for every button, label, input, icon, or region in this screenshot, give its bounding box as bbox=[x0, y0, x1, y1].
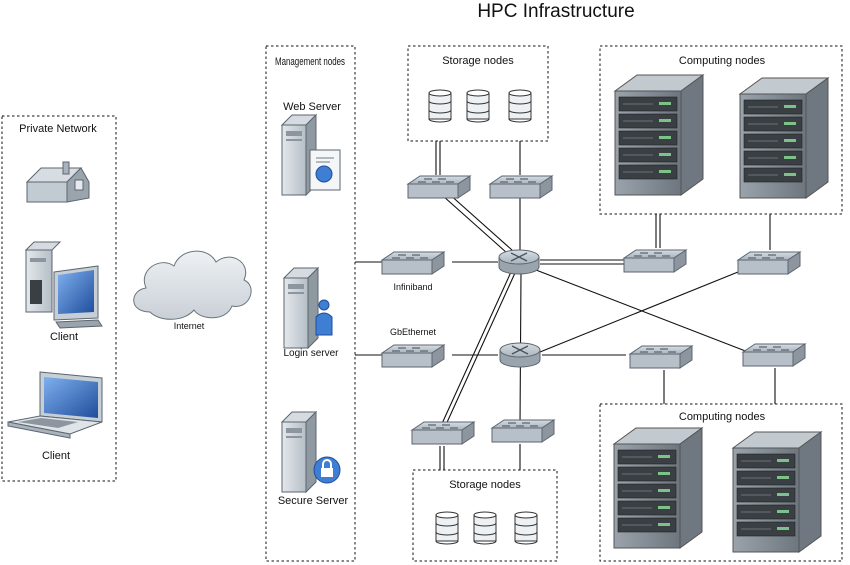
diagram-title: HPC Infrastructure bbox=[477, 1, 634, 22]
house-icon bbox=[25, 161, 90, 203]
storage-nodes-top-group bbox=[407, 45, 549, 142]
secure-server-icon bbox=[281, 411, 317, 493]
compute-switch-ethernet-2 bbox=[742, 343, 806, 367]
core-router-infiniband bbox=[498, 249, 540, 275]
internet-label: Internet bbox=[174, 321, 205, 331]
cloud-icon bbox=[133, 250, 252, 320]
desktop-client-icon bbox=[24, 241, 103, 329]
database-icon bbox=[428, 89, 452, 123]
database-icon bbox=[514, 511, 538, 545]
storage-switch-top-right bbox=[489, 175, 553, 199]
management-nodes-label: Management nodes bbox=[275, 56, 345, 68]
computing-nodes-bottom-group bbox=[599, 403, 843, 562]
database-icon bbox=[435, 511, 459, 545]
login-server-icon bbox=[283, 267, 319, 349]
server-rack-icon bbox=[614, 74, 704, 196]
infiniband-switch bbox=[381, 251, 445, 275]
management-nodes-group bbox=[265, 45, 356, 562]
user-icon bbox=[315, 299, 333, 336]
login-server-label: Login server bbox=[283, 348, 339, 359]
storage-nodes-bottom-label: Storage nodes bbox=[449, 479, 521, 491]
server-rack-icon bbox=[732, 431, 822, 553]
gbethernet-switch bbox=[381, 344, 445, 368]
private-network-label: Private Network bbox=[19, 123, 97, 135]
computing-nodes-top-label: Computing nodes bbox=[679, 55, 766, 67]
computing-nodes-top-group bbox=[599, 45, 843, 215]
certificate-icon bbox=[309, 149, 341, 191]
compute-switch-infiniband-1 bbox=[623, 249, 687, 273]
storage-switch-bottom-left bbox=[411, 421, 475, 445]
web-server-label: Web Server bbox=[283, 101, 341, 113]
infiniband-label: Infiniband bbox=[393, 282, 432, 292]
storage-switch-bottom-right bbox=[491, 419, 555, 443]
database-icon bbox=[473, 511, 497, 545]
storage-nodes-bottom-group bbox=[412, 469, 558, 562]
network-links bbox=[355, 141, 776, 470]
compute-switch-ethernet-1 bbox=[629, 345, 693, 369]
server-rack-icon bbox=[613, 427, 703, 549]
database-icon bbox=[466, 89, 490, 123]
private-network-group bbox=[1, 115, 117, 482]
client-desktop-label: Client bbox=[50, 331, 78, 343]
storage-nodes-top-label: Storage nodes bbox=[442, 55, 514, 67]
database-icon bbox=[508, 89, 532, 123]
laptop-icon bbox=[7, 371, 103, 439]
storage-switch-top-left bbox=[407, 175, 471, 199]
compute-switch-infiniband-2 bbox=[737, 251, 801, 275]
gbethernet-label: GbEthernet bbox=[390, 327, 437, 337]
computing-nodes-bottom-label: Computing nodes bbox=[679, 411, 766, 423]
client-laptop-label: Client bbox=[42, 450, 70, 462]
secure-server-label: Secure Server bbox=[278, 495, 349, 507]
core-router-ethernet bbox=[499, 342, 541, 368]
server-rack-icon bbox=[739, 77, 829, 199]
lock-icon bbox=[313, 456, 341, 484]
